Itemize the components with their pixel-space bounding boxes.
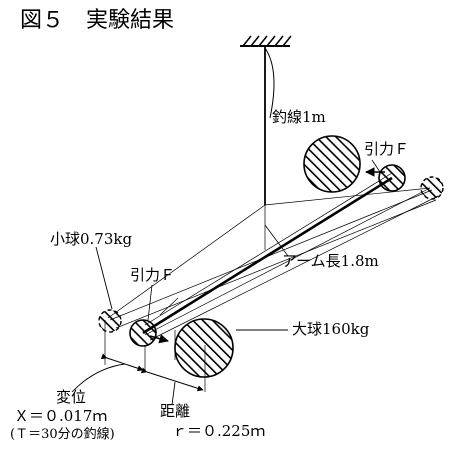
force-arrow-left (149, 334, 169, 344)
force-callout-left (147, 284, 153, 321)
displacement-value: Ｘ＝０.017ｍ (14, 407, 108, 425)
displacement-callout (71, 363, 126, 393)
small-ball-bottom (129, 319, 157, 347)
distance-value: ｒ＝０.225ｍ (172, 422, 266, 440)
small-ball-top (378, 164, 406, 192)
small-ball-top-original (420, 176, 444, 200)
wire-callout (264, 47, 275, 119)
distance-label: 距離 (160, 402, 191, 420)
ceiling-mount (240, 35, 292, 47)
force-label-left: 引力Ｆ (130, 266, 176, 284)
wire-label: 釣線1m (272, 108, 326, 126)
arm-callout (264, 224, 289, 257)
large-ball-top (303, 135, 361, 193)
distance-dimension (140, 367, 204, 392)
figure-title: 図５ 実験結果 (20, 8, 175, 33)
large-ball-bottom (174, 318, 234, 378)
arm-length-label: アーム長1.8m (282, 252, 379, 270)
force-label-top: 引力Ｆ (364, 140, 410, 158)
displacement-label: 変位 (56, 388, 87, 406)
small-ball-label: 小球0.73kg (50, 230, 133, 248)
small-ball-callout (95, 246, 113, 310)
displacement-note: (Ｔ＝30分の釣線) (10, 427, 115, 442)
large-ball-label: 大球160kg (292, 320, 370, 338)
distance-callout (171, 381, 176, 406)
force-callout-top (371, 159, 381, 173)
arm-rod (142, 176, 393, 335)
small-ball-bottom-original (98, 309, 122, 333)
